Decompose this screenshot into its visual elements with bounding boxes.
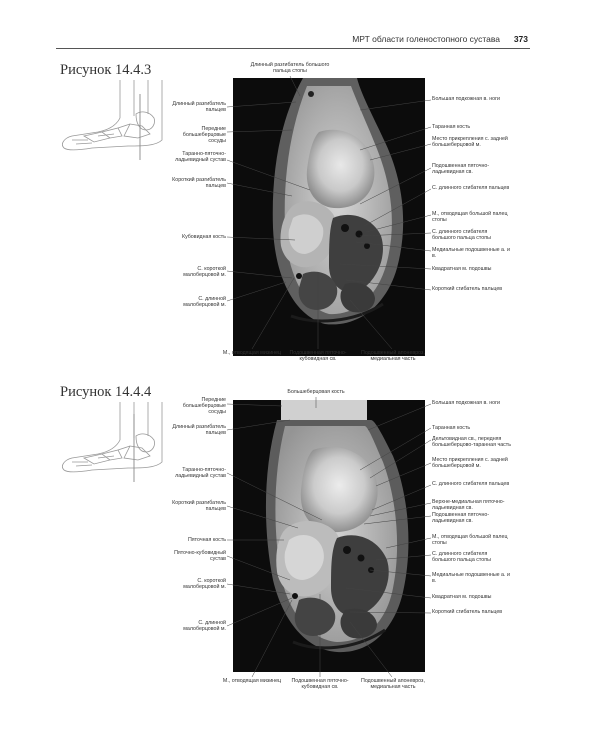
label-right: Таранная кость [432,425,471,431]
page-number: 373 [513,34,528,44]
label-left: Пяточно-кубовидный сустав [174,550,226,563]
figure-title: Рисунок 14.4.3 [60,62,152,78]
label-right: Короткий сгибатель пальцев [432,286,503,292]
label-bottom: М., отводящая мизинец [222,678,282,684]
label-right: Место прикрепления с. задней большеберцо… [432,457,508,470]
foot-plane-diagram [62,80,163,160]
label-left: Короткий разгибатель пальцев [172,177,226,190]
label-right: М., отводящая большой палец стопы [432,211,508,224]
label-bottom: М., отводящая мизинец [222,350,282,356]
label-right: Короткий сгибатель пальцев [432,609,503,615]
label-right: С. длинного сгибателя пальцев [432,481,510,487]
label-right: Квадратная м. подошвы [432,266,492,272]
label-left: Передние большеберцовые сосуды [182,126,226,145]
label-right: Подошвенная пяточно-ладьевидная св. [432,163,490,176]
label-left: Длинный разгибатель пальцев [172,424,226,437]
label-left: С. короткой малоберцовой м. [183,266,226,279]
label-left: С. короткой малоберцовой м. [183,578,226,591]
label-right: Квадратная м. подошвы [432,594,492,600]
figure-title: Рисунок 14.4.4 [60,384,152,400]
label-right: Большая подкожная в. ноги [432,96,501,102]
label-left: Передние большеберцовые сосуды [182,397,226,416]
label-right: Большая подкожная в. ноги [432,400,501,406]
label-bottom: Подошвенный апоневроз, медиальная часть [361,350,425,363]
label-bottom: Подошвенная пяточно-кубовидная св. [291,678,349,691]
header-rule [56,48,530,49]
label-right: Дельтовидная св., передняя большеберцово… [432,436,511,449]
label-left: Таранно-пяточно-ладьевидный сустав [175,151,226,164]
label-bottom: Подошвенная пяточно-кубовидная св. [289,350,347,363]
label-right: С. длинного сгибателя пальцев [432,185,510,191]
label-left: С. длинной малоберцовой м. [183,620,226,633]
label-right: Медиальные подошвенные а. и в. [432,572,510,585]
label-top: Длинный разгибатель большого пальца стоп… [250,62,330,75]
label-right: С. длинного сгибателя большого пальца ст… [432,229,491,242]
mri-image [233,78,425,356]
label-right: Таранная кость [432,124,471,130]
label-right: М., отводящая большой палец стопы [432,534,508,547]
label-left: Таранно-пяточно-ладьевидный сустав [175,467,226,480]
label-bottom: Подошвенный апоневроз, медиальная часть [361,678,425,691]
label-left: С. длинной малоберцовой м. [183,296,226,309]
label-right: Подошвенная пяточно-ладьевидная св. [432,512,490,525]
label-right: Медиальные подошвенные а. и в. [432,247,510,260]
label-left: Пяточная кость [188,537,226,543]
label-left: Кубовидная кость [181,234,226,240]
label-top: Большеберцовая кость [287,389,345,395]
label-right: Место прикрепления с. задней большеберцо… [432,136,508,149]
label-right: Верхне-медиальная пяточно-ладьевидная св… [432,499,505,512]
label-right: С. длинного сгибателя большого пальца ст… [432,551,491,564]
mri-image [233,400,425,672]
label-left: Короткий разгибатель пальцев [172,500,226,513]
running-header-title: МРТ области голеностопного сустава [352,34,500,44]
running-header: МРТ области голеностопного сустава 373 [56,34,530,48]
foot-plane-diagram [62,402,163,482]
label-left: Длинный разгибатель пальцев [172,101,226,114]
